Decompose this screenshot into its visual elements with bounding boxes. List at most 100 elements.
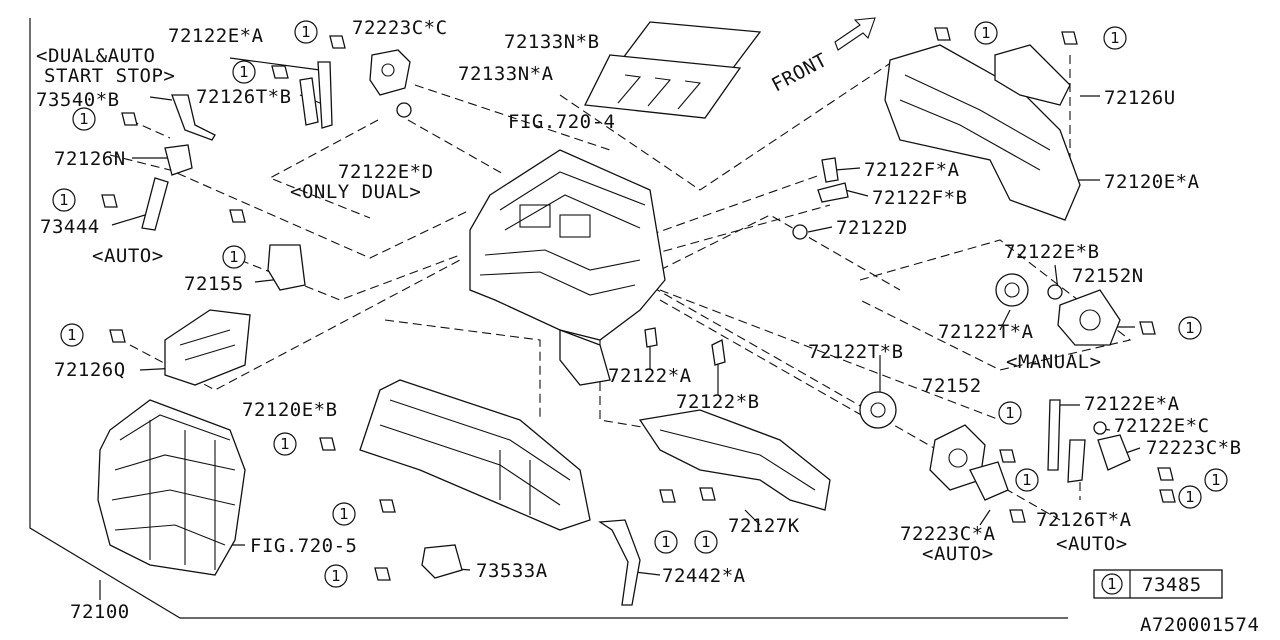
callout-circle: 1 (294, 20, 318, 44)
label-72122EB: 72122E*B (1004, 241, 1100, 263)
callout-circle: 1 (273, 432, 297, 456)
ring-72122ED (396, 102, 412, 118)
bush-72122EB (1047, 284, 1063, 300)
gear-72122TB (859, 391, 897, 429)
legend-box: 1 73485 (1093, 569, 1223, 599)
callout-circle: 1 (60, 323, 84, 347)
label-auto-mid: <AUTO> (922, 543, 994, 565)
callout-circle: 1 (324, 564, 348, 588)
callout-circle: 1 (1103, 26, 1127, 50)
label-72223CC: 72223C*C (352, 17, 448, 39)
actuator-73533A (421, 544, 463, 579)
label-only-dual: <ONLY DUAL> (290, 181, 421, 203)
callout-circle: 1 (974, 21, 998, 45)
label-72122A: 72122*A (608, 365, 692, 387)
label-72152: 72152 (922, 375, 982, 397)
label-front: FRONT (768, 49, 831, 96)
heater-case-main (469, 149, 666, 386)
label-72126N: 72126N (54, 148, 126, 170)
actuator-72155 (267, 244, 306, 291)
svg-text:1: 1 (661, 533, 671, 551)
actuator-72126N (164, 144, 193, 176)
label-auto-left: <AUTO> (92, 245, 164, 267)
svg-text:1: 1 (981, 24, 991, 42)
svg-text:1: 1 (701, 533, 711, 551)
svg-text:1: 1 (79, 110, 89, 128)
callout-circle: 1 (998, 401, 1022, 425)
legend-part: 73485 (1142, 574, 1202, 596)
front-arrow (834, 17, 876, 51)
hose-73444 (141, 177, 169, 231)
svg-text:1: 1 (1005, 404, 1015, 422)
duct-72120EA (884, 44, 1081, 221)
callout-circle: 1 (332, 502, 356, 526)
svg-text:1: 1 (229, 248, 239, 266)
duct-72127K (638, 409, 831, 511)
label-72122FA: 72122F*A (864, 159, 960, 181)
case-lower-72120EB (359, 379, 591, 531)
duct-72126Q (164, 309, 251, 386)
rod-72122EA-right (1047, 399, 1061, 471)
label-fig-720-5: FIG.720-5 (250, 535, 357, 557)
callout-circle: 1 (1015, 468, 1039, 492)
label-72122D: 72122D (836, 217, 908, 239)
hose-72442A (598, 519, 641, 606)
callout-circle: 1 (1178, 316, 1202, 340)
label-72120EB: 72120E*B (242, 399, 338, 421)
callout-circle: 1 (654, 530, 678, 554)
label-72122EA-right: 72122E*A (1084, 393, 1180, 415)
sensor-73540B (171, 94, 216, 141)
callout-circle: 1 (1178, 485, 1202, 509)
clip-72122FB (817, 182, 849, 203)
label-72223CB: 72223C*B (1146, 437, 1242, 459)
callout-circles: 1 1 1 1 1 1 1 1 1 1 1 1 1 1 1 1 1 1 (52, 20, 1228, 588)
callout-circle: 1 (72, 107, 96, 131)
label-72133NA: 72133N*A (458, 63, 554, 85)
reference-code: A720001574 (1140, 614, 1259, 636)
svg-text:1: 1 (331, 567, 341, 585)
label-dual-auto: <DUAL&AUTO (36, 45, 155, 67)
clip-72122D (792, 224, 808, 240)
part-labels: <DUAL&AUTO START STOP> 73540*B 72126N 73… (36, 17, 1242, 623)
svg-text:1: 1 (1211, 471, 1221, 489)
svg-text:1: 1 (1185, 319, 1195, 337)
svg-text:1: 1 (301, 23, 311, 41)
label-manual: <MANUAL> (1006, 351, 1102, 373)
label-start-stop: START STOP> (44, 65, 175, 87)
callout-circle: 1 (694, 530, 718, 554)
label-72122ED: 72122E*D (338, 161, 434, 183)
rod-72122EA (299, 61, 333, 129)
actuator-72223CC (369, 49, 411, 96)
label-72120EA: 72120E*A (1104, 171, 1200, 193)
svg-text:1: 1 (59, 191, 69, 209)
label-73540B: 73540*B (36, 89, 120, 111)
solid-leaders (99, 57, 1141, 600)
label-72122FB: 72122F*B (872, 187, 968, 209)
svg-text:1: 1 (1022, 471, 1032, 489)
svg-text:1: 1 (1110, 29, 1120, 47)
label-73533A: 73533A (476, 560, 548, 582)
link-72122B (711, 339, 726, 366)
label-72223CA: 72223C*A (900, 523, 996, 545)
label-73444: 73444 (40, 216, 100, 238)
label-72126U: 72126U (1104, 87, 1176, 109)
svg-text:1: 1 (239, 63, 249, 81)
actuator-72152N (1057, 289, 1121, 346)
label-72133NB: 72133N*B (504, 31, 600, 53)
rod-72126TA (1067, 439, 1086, 483)
callout-circle: 1 (1204, 468, 1228, 492)
blower-unit-72100 (97, 399, 246, 576)
label-72122TA: 72122T*A (938, 321, 1034, 343)
label-72155: 72155 (184, 273, 244, 295)
callout-circle: 1 (232, 60, 256, 84)
label-72100: 72100 (70, 601, 130, 623)
frame-line (29, 18, 1068, 619)
label-72442A: 72442*A (662, 565, 746, 587)
label-72127K: 72127K (728, 515, 800, 537)
label-72152N: 72152N (1072, 265, 1144, 287)
legend-number: 1 (1107, 575, 1117, 593)
callout-circle: 1 (52, 188, 76, 212)
label-72122TB: 72122T*B (808, 341, 904, 363)
